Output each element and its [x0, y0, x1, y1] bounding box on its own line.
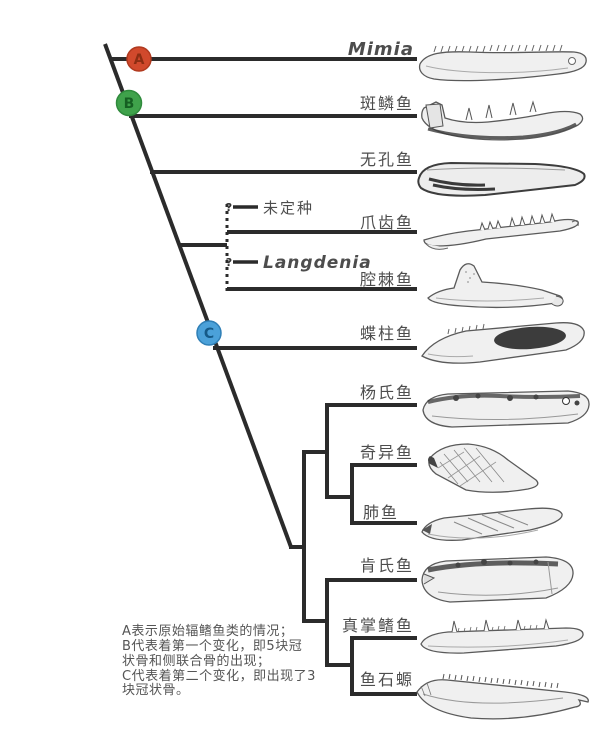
jaw-illustration-diezhuyu	[421, 322, 585, 364]
question-mark-icon: ?	[226, 201, 232, 214]
taxon-label-wukongyu: 无孔鱼	[360, 150, 414, 169]
node-b-letter: B	[124, 96, 135, 112]
node-c-circle	[196, 320, 222, 346]
node-a-letter: A	[134, 52, 145, 68]
main-diagonal-stem	[103, 43, 293, 548]
legend-block: A表示原始辐鳍鱼类的情况； B代表着第一个变化，即5块冠 状骨和侧联合骨的出现；…	[122, 623, 316, 698]
jaw-illustration-qiyiyu	[428, 443, 539, 493]
jaw-illustration-feiyu	[421, 507, 563, 541]
jaw-illustration-wukongyu	[417, 161, 586, 197]
jaw-illustration-banlinyu	[421, 100, 584, 141]
jaw-illustration-zhuachiyu	[423, 212, 579, 250]
legend-line-1: A表示原始辐鳍鱼类的情况；	[122, 623, 293, 639]
node-c-letter: C	[204, 326, 214, 342]
taxon-label-langdenia: Langdenia	[263, 253, 372, 273]
jaw-illustration-qiangjiyu	[427, 263, 564, 309]
taxon-label-zhenzhangqiyu: 真掌鳍鱼	[342, 616, 414, 635]
taxon-label-zhuachiyu: 爪齿鱼	[360, 213, 414, 232]
node-c: C	[196, 320, 222, 346]
jaw-illustration-yangshiyu	[422, 390, 590, 428]
taxon-label-kenshiyu: 肯氏鱼	[360, 556, 414, 575]
taxon-label-qiyiyu: 奇异鱼	[360, 443, 414, 462]
question-mark-icon: ?	[226, 256, 232, 269]
taxon-label-yangshiyu: 杨氏鱼	[360, 383, 414, 402]
jaw-illustration-kenshiyu	[421, 556, 574, 603]
node-a-circle	[126, 46, 152, 72]
legend-line-4: C代表着第二个变化，即出现了3	[122, 668, 316, 684]
jaw-illustration-zhenzhangqiyu	[420, 618, 584, 654]
node-b-circle	[115, 89, 143, 117]
taxon-label-banlinyu: 斑鳞鱼	[360, 94, 414, 113]
taxon-label-weidingzhong: 未定种	[263, 199, 314, 217]
taxon-label-qiangjiyu: 腔棘鱼	[360, 270, 414, 289]
legend-line-2: B代表着第一个变化，即5块冠	[122, 638, 302, 654]
taxon-label-yushiyuan: 鱼石螈	[360, 670, 414, 689]
node-b: B	[115, 89, 143, 117]
taxon-label-mimia: Mimia	[348, 39, 414, 60]
jaw-illustration-mimia	[418, 44, 587, 82]
tree-branches	[103, 43, 417, 696]
legend-line-3: 状骨和侧联合骨的出现；	[122, 653, 271, 669]
jaw-illustration-yushiyuan	[416, 673, 589, 720]
taxon-label-diezhuyu: 蝶柱鱼	[360, 324, 414, 343]
node-a: A	[126, 46, 152, 72]
taxon-label-feiyu: 肺鱼	[363, 503, 399, 522]
legend-line-5: 块冠状骨。	[122, 683, 190, 698]
